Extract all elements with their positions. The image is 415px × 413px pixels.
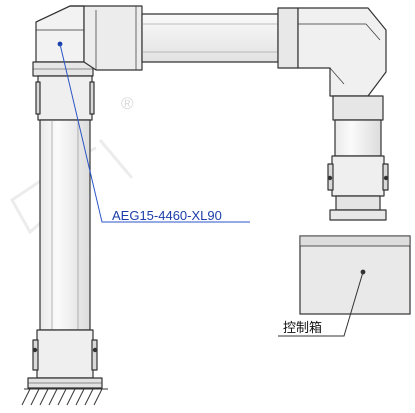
right-lower-joint: [331, 155, 385, 197]
upper-joint: [37, 75, 93, 121]
control-box-leader: [278, 269, 366, 337]
hatched-floor-ground: [21, 388, 108, 406]
right-collar: [332, 95, 384, 121]
beam-tube: [141, 13, 279, 63]
bottom-joint: [36, 329, 94, 379]
part-number-label: AEG15-4460-XL90: [112, 208, 222, 223]
right-flange: [335, 195, 381, 211]
right-drop: [327, 95, 389, 221]
beam-left-joint: [83, 5, 143, 71]
beam-right-joint: [277, 7, 299, 69]
top-beam: [83, 5, 387, 97]
right-short-tube: [334, 119, 382, 157]
right-elbow: [297, 7, 387, 97]
left-column: [27, 5, 103, 389]
top-left-elbow: [35, 5, 85, 63]
registered-trademark-mark: ®: [121, 94, 134, 113]
left-tube: [39, 119, 91, 331]
part-number-leader: [57, 41, 250, 223]
control-box-shape: [299, 235, 411, 315]
control-box-label: 控制箱: [283, 320, 323, 335]
